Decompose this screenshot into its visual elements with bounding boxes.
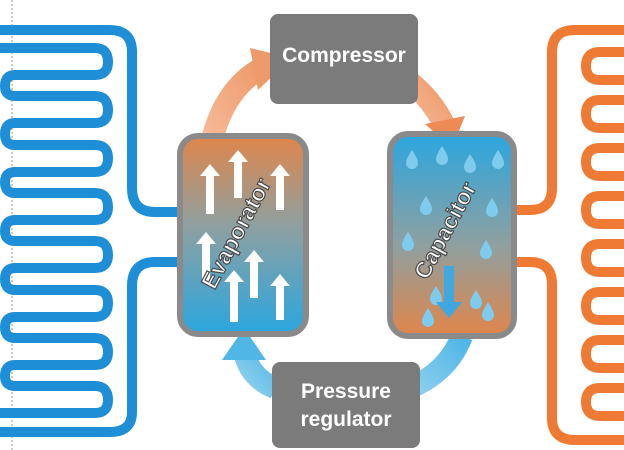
heat-rising-arrows <box>196 150 290 322</box>
compressor-box <box>270 14 418 104</box>
pressure-regulator-label-line1: Pressure <box>301 380 391 403</box>
pressure-regulator-label-line2: regulator <box>300 408 391 431</box>
pressure-regulator-box <box>272 362 420 448</box>
hot-coil <box>508 25 624 445</box>
capacitor: Capacitor <box>387 131 517 339</box>
condensate-drops <box>402 146 504 327</box>
compressor-label: Compressor <box>282 44 406 67</box>
condensation-down-arrow <box>436 266 462 318</box>
evaporator: Evaporator <box>177 133 309 337</box>
cold-coil <box>0 25 182 437</box>
flow-arrow-regulator-to-evaporator <box>222 328 280 399</box>
